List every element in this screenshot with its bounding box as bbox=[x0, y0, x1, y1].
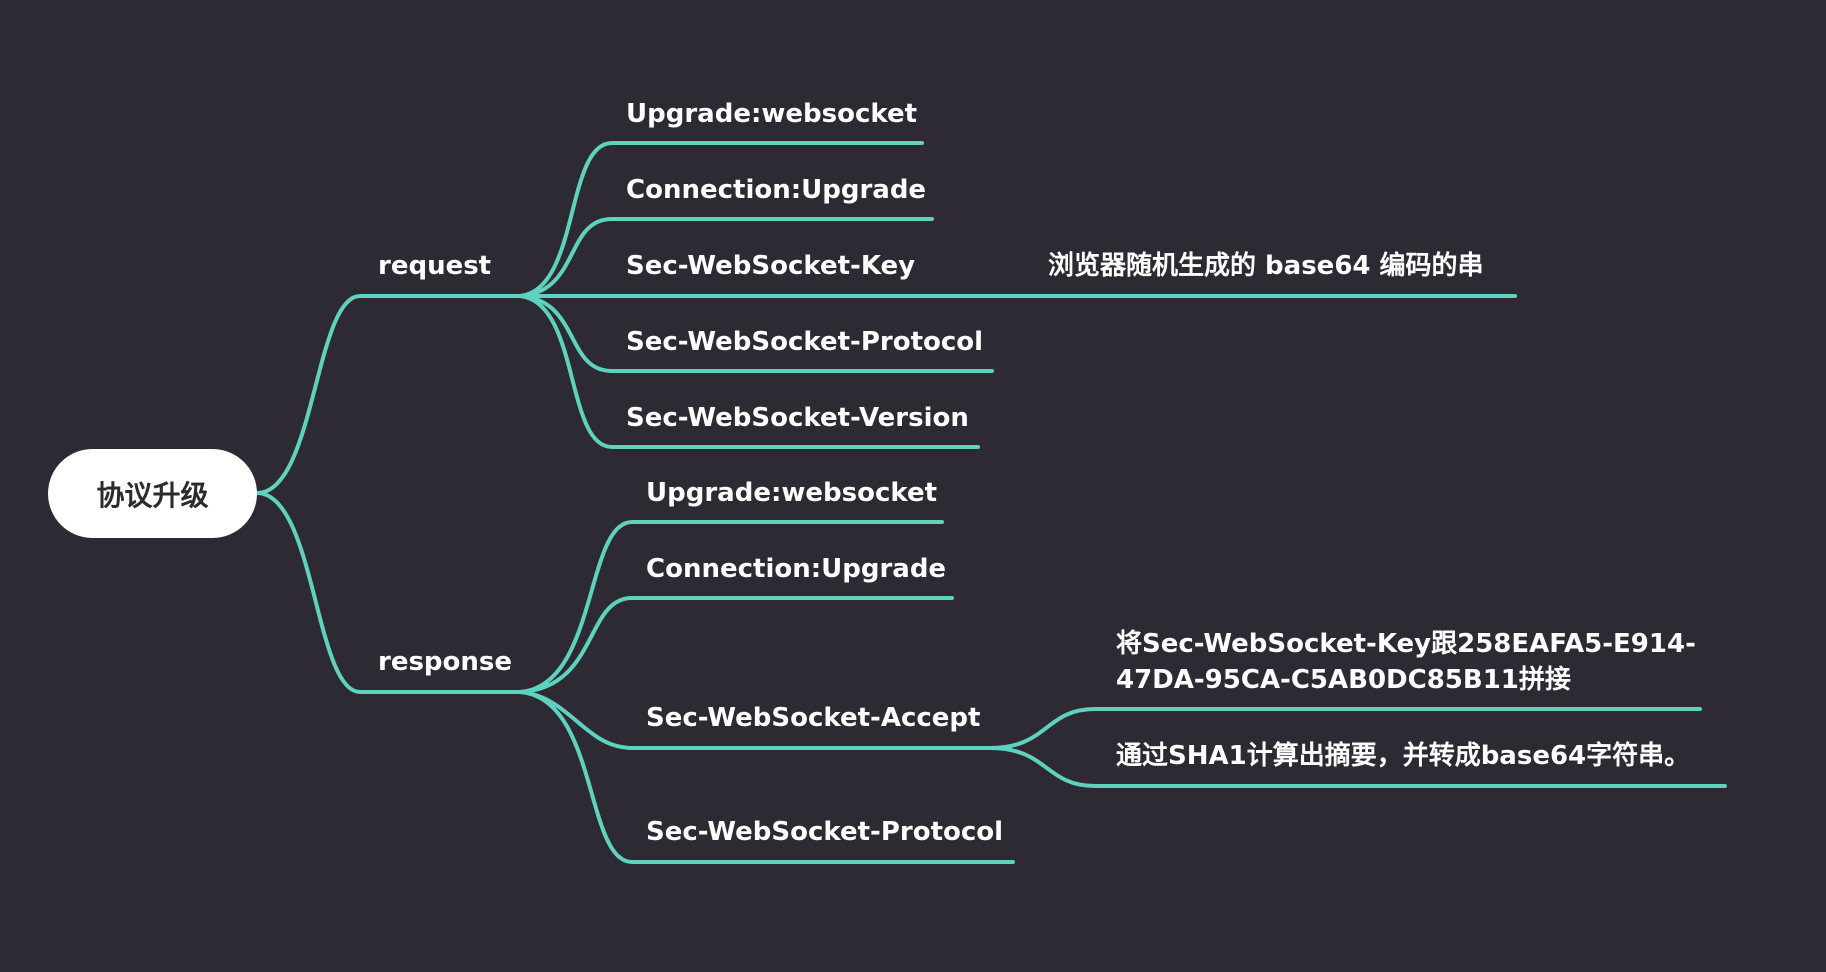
connector-root-response bbox=[255, 491, 532, 694]
connector-response-connection bbox=[518, 596, 954, 694]
request-node[interactable]: request bbox=[378, 251, 492, 281]
request-protocol-node[interactable]: Sec-WebSocket-Protocol bbox=[626, 327, 984, 357]
connector-root-request bbox=[255, 294, 532, 495]
connector-request-protocol bbox=[518, 294, 994, 373]
request-version-node[interactable]: Sec-WebSocket-Version bbox=[626, 403, 969, 433]
connector-request-connection bbox=[518, 217, 934, 298]
response-upgrade-node[interactable]: Upgrade:websocket bbox=[646, 478, 938, 508]
response-connection-node[interactable]: Connection:Upgrade bbox=[646, 554, 947, 584]
connector-request-version bbox=[518, 294, 980, 449]
connector-accept-sha1 bbox=[988, 746, 1727, 788]
request-upgrade-node[interactable]: Upgrade:websocket bbox=[626, 99, 918, 129]
connector-response-protocol bbox=[518, 690, 1015, 864]
request-key-note[interactable]: 浏览器随机生成的 base64 编码的串 bbox=[1048, 251, 1484, 281]
response-protocol-node[interactable]: Sec-WebSocket-Protocol bbox=[646, 817, 1004, 847]
connector-accept-concat bbox=[988, 707, 1702, 750]
connector-request-upgrade bbox=[518, 141, 924, 298]
response-node[interactable]: response bbox=[378, 647, 513, 677]
request-connection-node[interactable]: Connection:Upgrade bbox=[626, 175, 927, 205]
response-accept-node[interactable]: Sec-WebSocket-Accept bbox=[646, 703, 981, 733]
connector-response-upgrade bbox=[518, 520, 944, 694]
request-key-node[interactable]: Sec-WebSocket-Key bbox=[626, 251, 916, 281]
accept-sha1-node[interactable]: 通过SHA1计算出摘要，并转成base64字符串。 bbox=[1116, 741, 1691, 771]
accept-concat-node[interactable]: 将Sec-WebSocket-Key跟258EAFA5-E914-47DA-95… bbox=[1116, 629, 1696, 695]
root-node[interactable]: 协议升级 bbox=[48, 449, 257, 538]
